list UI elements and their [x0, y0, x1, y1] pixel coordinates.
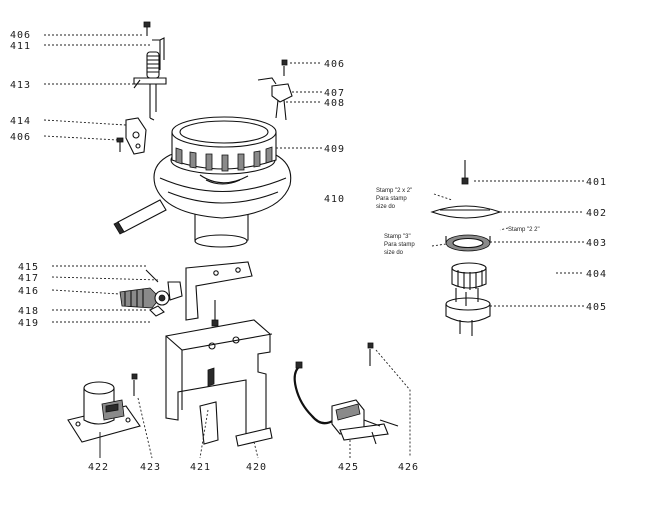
note-size-do-2: size do: [384, 250, 404, 256]
note-para-stamp-2: Para stamp: [384, 242, 415, 248]
label-404: 404: [586, 269, 607, 280]
label-423: 423: [140, 462, 161, 473]
label-402: 402: [586, 208, 607, 219]
base-frame-part: [165, 300, 273, 447]
label-405: 405: [586, 302, 607, 313]
label-417: 417: [18, 273, 39, 284]
label-422: 422: [88, 462, 109, 473]
label-408: 408: [324, 98, 345, 109]
label-420: 420: [246, 462, 267, 473]
label-426: 426: [398, 462, 419, 473]
label-411: 411: [10, 41, 31, 52]
label-425: 425: [338, 462, 359, 473]
label-418: 418: [18, 306, 39, 317]
label-406a: 406: [10, 30, 31, 41]
note-stamp-2x2: Stamp "2 x 2": [376, 188, 412, 194]
label-421: 421: [190, 462, 211, 473]
label-415: 415: [18, 262, 39, 273]
label-416: 416: [18, 286, 39, 297]
note-para-stamp-1: Para stamp: [376, 196, 407, 202]
burner-body-part: [113, 116, 292, 248]
label-407: 407: [324, 88, 345, 99]
label-406c: 406: [324, 59, 345, 70]
label-413: 413: [10, 80, 31, 91]
valve-bracket-part: [119, 261, 253, 321]
note-stamp-2x2b: Stamp "2 2": [508, 227, 540, 233]
stamp-notes: Stamp "2 x 2" Para stamp size do Stamp "…: [376, 188, 540, 256]
solenoid-part: [293, 342, 399, 445]
note-stamp-3: Stamp "3": [384, 234, 411, 240]
note-size-do-1: size do: [376, 204, 396, 210]
label-403: 403: [586, 238, 607, 249]
thermocouple-clip-part: [257, 59, 293, 121]
burner-stack-part: [430, 160, 502, 336]
igniter-assembly-part: [133, 21, 167, 121]
label-401: 401: [586, 177, 607, 188]
label-406b: 406: [10, 132, 31, 143]
small-bracket-part: [116, 117, 147, 155]
label-419: 419: [18, 318, 39, 329]
label-410: 410: [324, 194, 345, 205]
motor-part: [67, 373, 141, 443]
part-labels: 406 411 413 414 406 406 407 408 409 410 …: [10, 30, 607, 473]
label-409: 409: [324, 144, 345, 155]
label-414: 414: [10, 116, 31, 127]
leader-lines: [43, 34, 584, 459]
